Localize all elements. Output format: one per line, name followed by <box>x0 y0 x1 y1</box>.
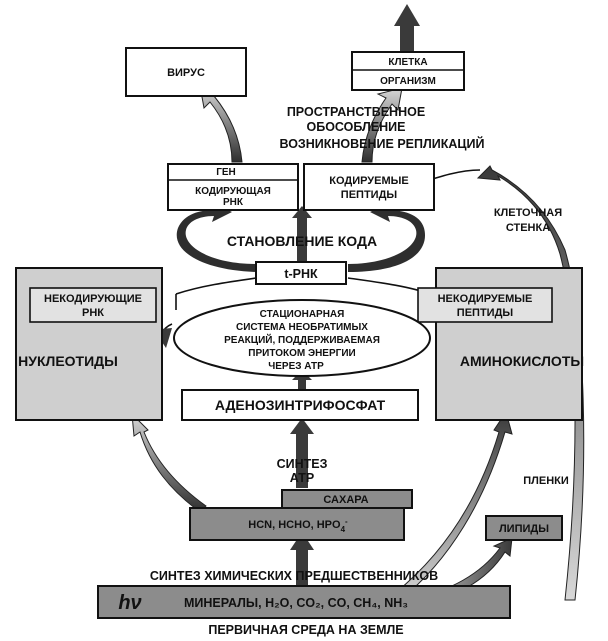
nucleotides-label: НУКЛЕОТИДЫ <box>18 353 118 369</box>
lipids-box <box>485 515 563 541</box>
cell-label: КЛЕТКА <box>388 57 427 68</box>
lipids-label: ЛИПИДЫ <box>499 523 549 535</box>
noncoding-rna-line2: РНК <box>82 307 104 319</box>
arrow-to-atp <box>290 418 314 488</box>
atp-synthesis-line1: СИНТЕЗ <box>277 457 328 471</box>
spatial-line2: ОБОСОБЛЕНИЕ <box>307 120 406 134</box>
noncoded-peptides-line1: НЕКОДИРУЕМЫЕ <box>438 293 533 305</box>
primary-environment-label: ПЕРВИЧНАЯ СРЕДА НА ЗЕМЛЕ <box>208 623 403 637</box>
gene-box <box>167 163 299 211</box>
precursors-label: HCN, HCHO, HPO4- <box>248 517 348 534</box>
coded-peptides-line2: ПЕПТИДЫ <box>341 189 398 201</box>
amino-acids-label: АМИНОКИСЛОТЫ <box>460 353 584 369</box>
replication-label: ВОЗНИКНОВЕНИЕ РЕПЛИКАЦИЙ <box>279 136 484 151</box>
gene-label: ГЕН <box>216 167 236 178</box>
atp-synthesis-line2: АТР <box>290 471 314 485</box>
loop-arrow-right <box>348 202 426 272</box>
virus-label: ВИРУС <box>167 67 205 79</box>
coding-rna-line1: КОДИРУЮЩАЯ <box>195 186 271 197</box>
system-line4: ПРИТОКОМ ЭНЕРГИИ <box>248 348 355 359</box>
environment-box <box>97 585 511 619</box>
sugars-label: САХАРА <box>323 494 368 506</box>
noncoding-rna-box <box>29 287 157 323</box>
arrow-trna-to-gene <box>292 206 312 262</box>
coded-peptides-box <box>303 163 435 211</box>
organism-label: ОРГАНИЗМ <box>380 76 436 87</box>
minerals-label: МИНЕРАЛЫ, H₂O, CO₂, CO, CH₄, NH₃ <box>184 596 408 610</box>
cell-wall-line2: СТЕНКА <box>506 222 550 234</box>
coding-rna-line2: РНК <box>223 197 244 208</box>
cell-wall-line1: КЛЕТОЧНАЯ <box>494 207 562 219</box>
virus-box <box>125 47 247 97</box>
trna-box <box>255 261 347 285</box>
chem-synthesis-label: СИНТЕЗ ХИМИЧЕСКИХ ПРЕДШЕСТВЕННИКОВ <box>150 569 438 583</box>
code-formation-label: СТАНОВЛЕНИЕ КОДА <box>227 233 377 249</box>
hv-label: hν <box>118 592 141 614</box>
trna-label: t-РНК <box>284 267 318 281</box>
loop-arrow-left <box>176 202 256 272</box>
system-line2: СИСТЕМА НЕОБРАТИМЫХ <box>236 322 368 333</box>
arrow-to-virus <box>199 85 243 163</box>
arrow-to-nucleotides <box>131 412 207 513</box>
cell-organism-box <box>351 51 465 91</box>
arrow-top-up <box>394 4 420 52</box>
precursors-box <box>189 507 405 541</box>
spatial-line1: ПРОСТРАНСТВЕННОЕ <box>287 105 425 119</box>
system-line3: РЕАКЦИЙ, ПОДДЕРЖИВАЕМАЯ <box>224 333 380 346</box>
system-line5: ЧЕРЕЗ АТР <box>268 361 324 372</box>
stationary-system-ellipse <box>173 299 431 377</box>
noncoding-rna-line1: НЕКОДИРУЮЩИЕ <box>44 293 142 305</box>
atp-label: АДЕНОЗИНТРИФОСФАТ <box>215 397 386 413</box>
films-label: ПЛЕНКИ <box>523 475 569 487</box>
system-line1: СТАЦИОНАРНАЯ <box>260 309 345 320</box>
noncoded-peptides-line2: ПЕПТИДЫ <box>457 307 514 319</box>
noncoded-peptides-box <box>417 287 553 323</box>
coded-peptides-line1: КОДИРУЕМЫЕ <box>329 175 409 187</box>
atp-box <box>181 389 419 421</box>
